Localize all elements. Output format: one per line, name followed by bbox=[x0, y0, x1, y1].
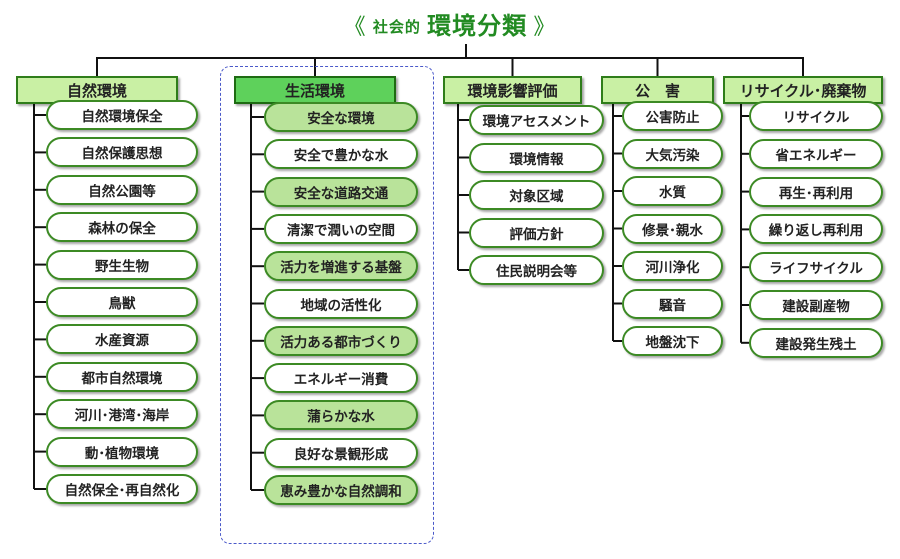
category-pollute[interactable]: 公 害 bbox=[601, 76, 714, 104]
item-pollute[interactable]: 公害防止 bbox=[622, 101, 723, 131]
item-pollute[interactable]: 修景･親水 bbox=[622, 213, 723, 244]
title-prefix: 社会的 bbox=[372, 18, 421, 36]
item-living[interactable]: 安全で豊かな水 bbox=[264, 139, 418, 170]
item-living[interactable]: 安全な道路交通 bbox=[264, 176, 418, 207]
item-nature[interactable]: 自然環境保全 bbox=[46, 100, 198, 130]
item-living[interactable]: 恵み豊かな自然調和 bbox=[264, 475, 418, 505]
item-impact[interactable]: 対象区域 bbox=[469, 180, 604, 210]
item-nature[interactable]: 森林の保全 bbox=[46, 212, 198, 243]
item-pollute[interactable]: 騒音 bbox=[622, 288, 723, 319]
item-nature[interactable]: 自然保護思想 bbox=[46, 137, 198, 168]
item-living[interactable]: 蒲らかな水 bbox=[264, 400, 418, 431]
item-nature[interactable]: 動･植物環境 bbox=[46, 436, 198, 467]
title-open-bracket: 《 bbox=[343, 15, 367, 40]
selected-group-outline bbox=[220, 66, 434, 544]
item-nature[interactable]: 水産資源 bbox=[46, 324, 198, 355]
item-living[interactable]: 活力ある都市づくり bbox=[264, 325, 418, 356]
diagram-title: 《 社会的 環境分類 》 bbox=[0, 6, 900, 41]
item-nature[interactable]: 鳥獣 bbox=[46, 287, 198, 317]
item-impact[interactable]: 環境情報 bbox=[469, 142, 604, 173]
item-pollute[interactable]: 大気汚染 bbox=[622, 138, 723, 169]
item-living[interactable]: 清潔で潤いの空間 bbox=[264, 213, 418, 244]
item-recycle[interactable]: 再生･再利用 bbox=[749, 176, 883, 207]
item-pollute[interactable]: 水質 bbox=[622, 176, 723, 206]
item-pollute[interactable]: 河川浄化 bbox=[622, 251, 723, 281]
item-living[interactable]: 良好な景観形成 bbox=[264, 437, 418, 468]
item-pollute[interactable]: 地盤沈下 bbox=[622, 326, 723, 356]
item-nature[interactable]: 都市自然環境 bbox=[46, 361, 198, 392]
item-nature[interactable]: 河川･港湾･海岸 bbox=[46, 399, 198, 430]
item-nature[interactable]: 自然公園等 bbox=[46, 174, 198, 205]
item-recycle[interactable]: 繰り返し再利用 bbox=[749, 214, 883, 245]
item-living[interactable]: 安全な環境 bbox=[264, 102, 418, 132]
item-impact[interactable]: 評価方針 bbox=[469, 217, 604, 248]
item-living[interactable]: 活力を増進する基盤 bbox=[264, 251, 418, 282]
item-impact[interactable]: 環境アセスメント bbox=[469, 105, 604, 135]
item-recycle[interactable]: 省エネルギー bbox=[749, 138, 883, 169]
category-impact[interactable]: 環境影響評価 bbox=[443, 76, 582, 104]
item-recycle[interactable]: 建設副産物 bbox=[749, 290, 883, 320]
item-impact[interactable]: 住民説明会等 bbox=[469, 255, 604, 285]
title-main: 環境分類 bbox=[427, 12, 528, 40]
category-living[interactable]: 生活環境 bbox=[234, 76, 396, 104]
item-recycle[interactable]: ライフサイクル bbox=[749, 252, 883, 283]
item-nature[interactable]: 自然保全･再自然化 bbox=[46, 474, 198, 504]
item-living[interactable]: 地域の活性化 bbox=[264, 288, 418, 319]
item-recycle[interactable]: リサイクル bbox=[749, 101, 883, 131]
item-living[interactable]: エネルギー消費 bbox=[264, 363, 418, 394]
item-recycle[interactable]: 建設発生残土 bbox=[749, 327, 883, 358]
item-nature[interactable]: 野生生物 bbox=[46, 249, 198, 280]
title-close-bracket: 》 bbox=[533, 15, 557, 40]
category-recycle[interactable]: リサイクル･廃棄物 bbox=[723, 76, 883, 104]
